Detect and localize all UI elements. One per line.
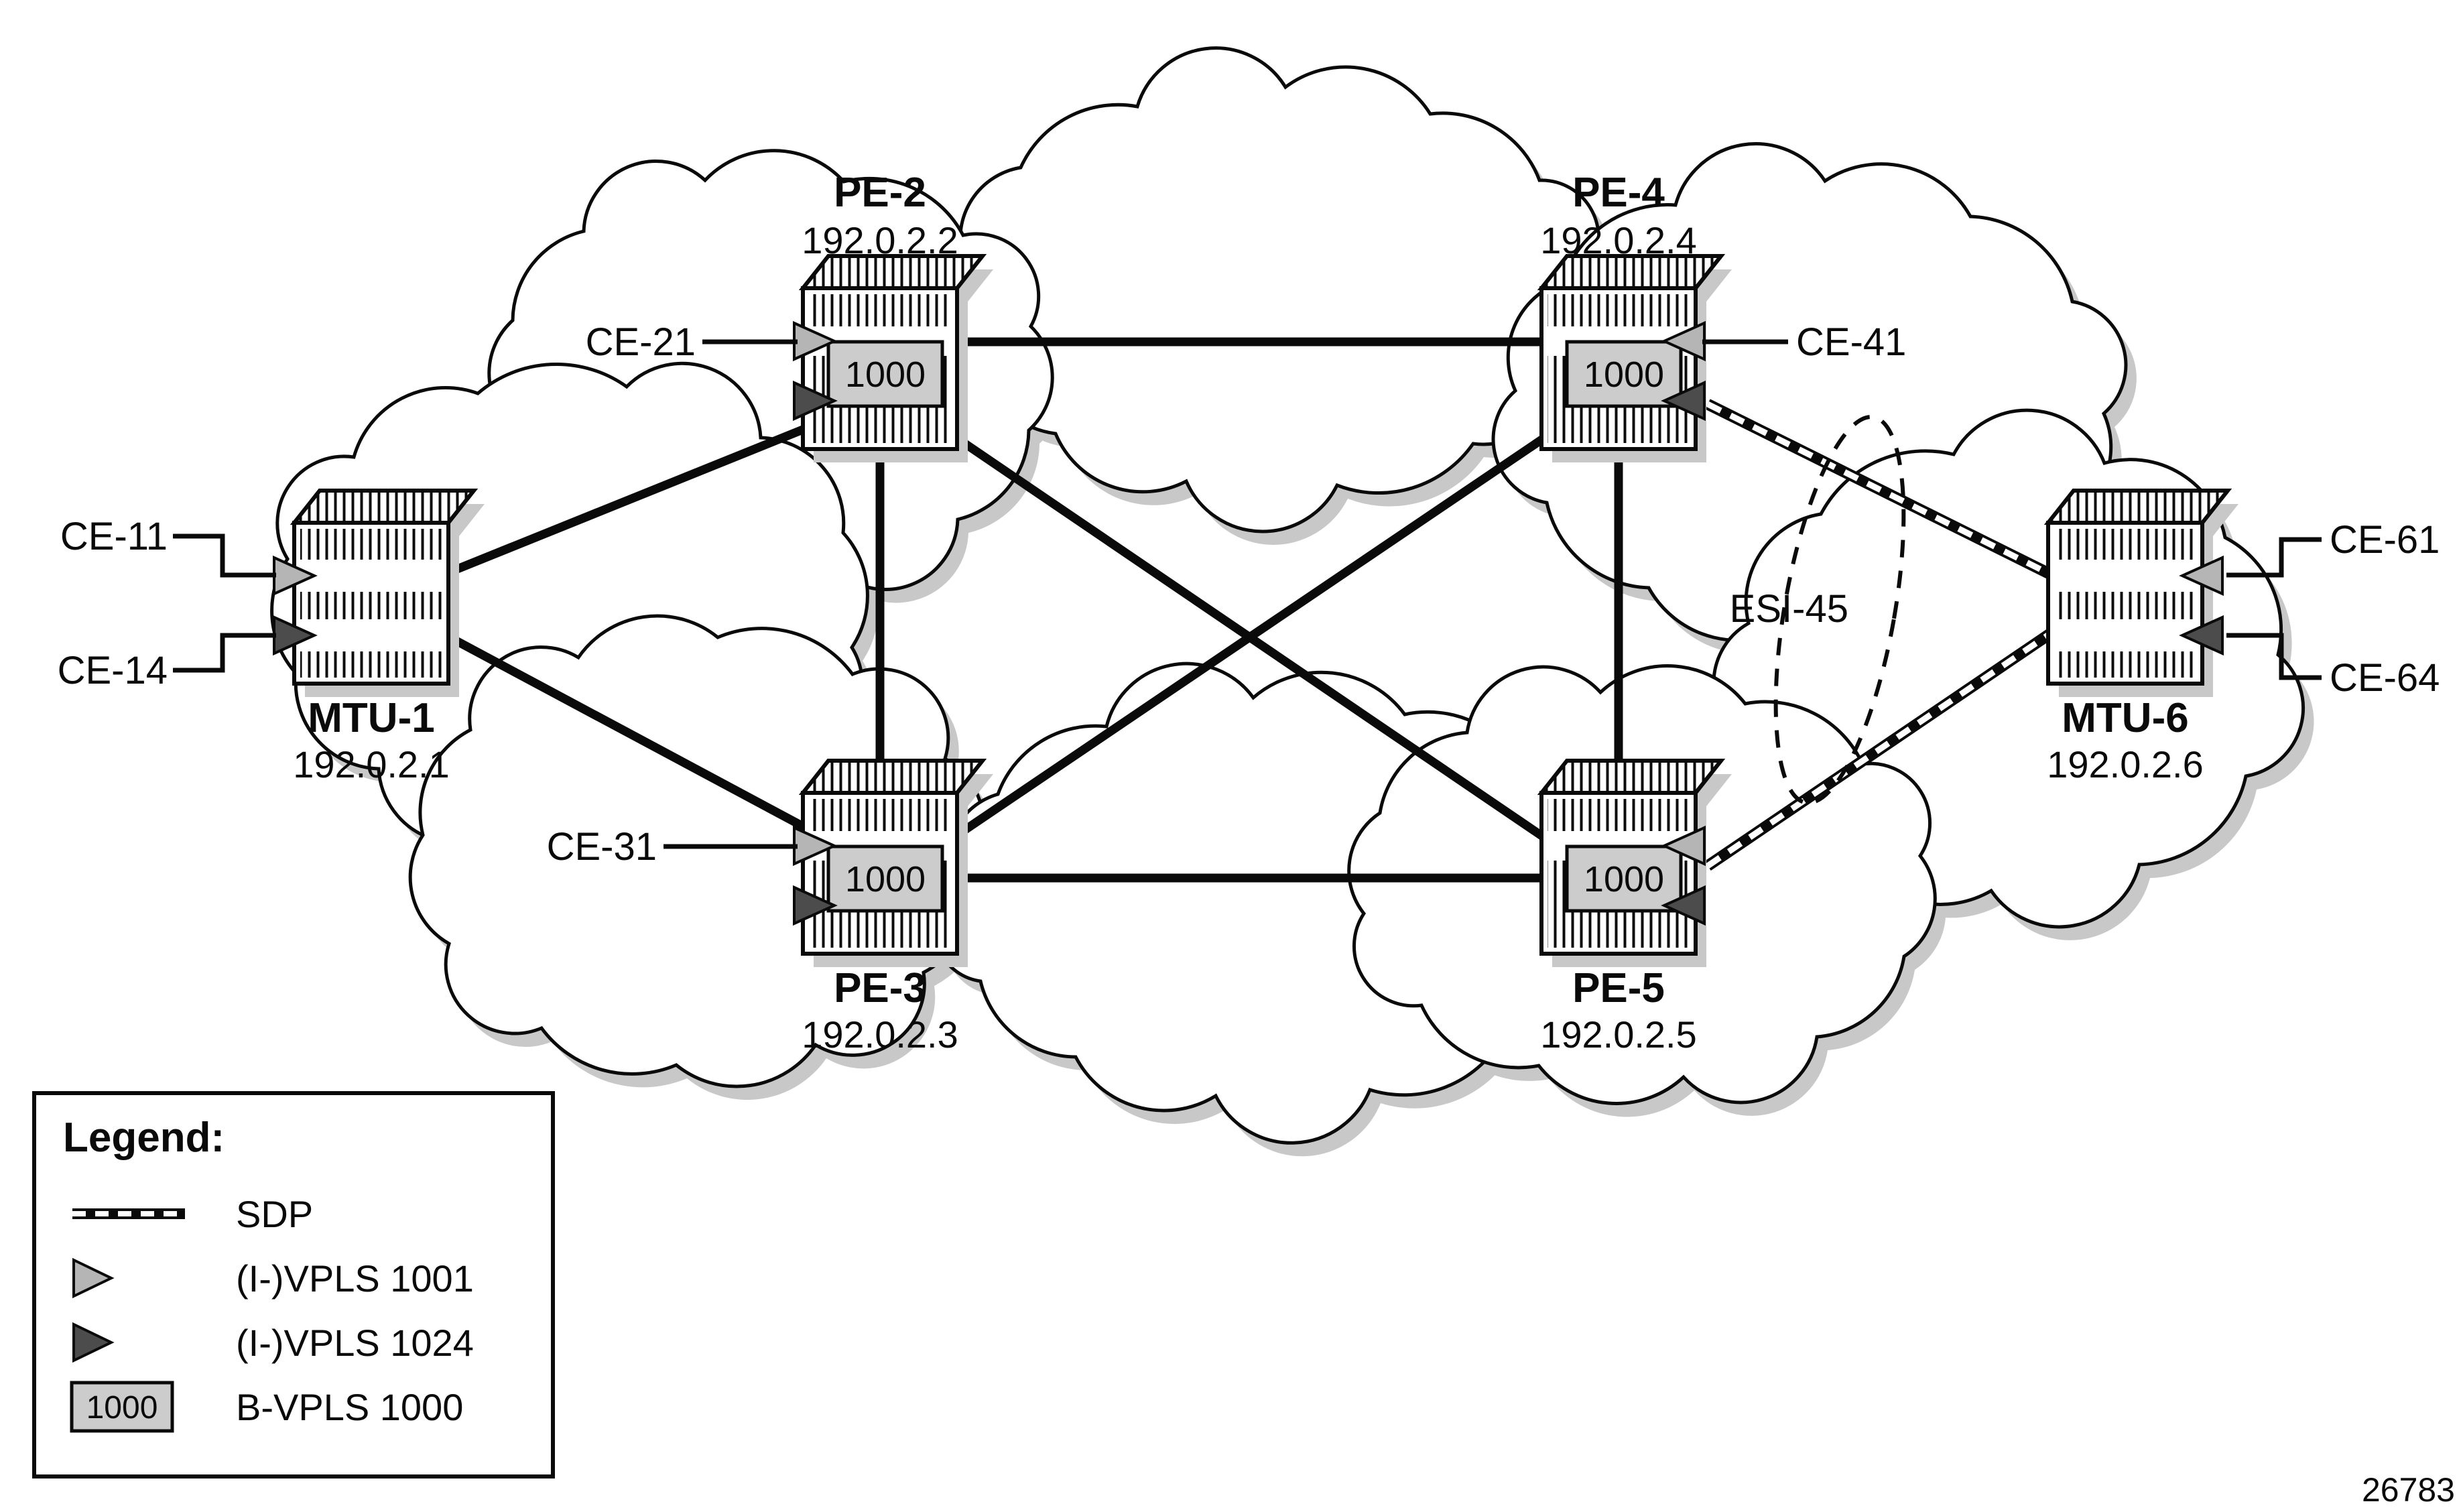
vpls-1024-marker-icon	[1661, 380, 1706, 422]
node-ip: 192.0.2.1	[293, 743, 450, 785]
ce-tap-ce-14: CE-14	[58, 633, 276, 692]
ce-label: CE-41	[1796, 320, 1906, 364]
legend-label-vpls-1024: (I-)VPLS 1024	[236, 1321, 474, 1364]
legend-row-sdp: SDP	[63, 1182, 524, 1246]
vpls-1024-marker-icon	[2179, 615, 2224, 656]
ce-tap-line	[2226, 537, 2322, 578]
link-pe4-mtu6-sdp	[1705, 399, 2060, 583]
vpls-1001-triangle-icon	[63, 1257, 236, 1300]
link-pe5-mtu6-sdp	[1704, 623, 2061, 871]
sdp-line-icon	[63, 1200, 236, 1227]
router-band	[2053, 619, 2198, 651]
link-line	[946, 430, 1552, 845]
ce-label: CE-21	[586, 320, 696, 364]
router-top-face	[798, 759, 987, 795]
node-label: PE-2	[834, 170, 926, 216]
esi-45-label: ESI-45	[1730, 587, 1848, 631]
legend-label-vpls-1001: (I-)VPLS 1001	[236, 1257, 474, 1300]
legend-title: Legend:	[63, 1115, 225, 1161]
router-top-face	[2043, 489, 2232, 525]
esi-layer: ESI-45	[1730, 415, 1906, 805]
cloud-layer	[270, 46, 2305, 1145]
vpls-1024-marker-icon	[1661, 885, 1706, 926]
node-ip: 192.0.2.6	[2047, 743, 2204, 785]
router-band	[299, 560, 444, 592]
ce-tap-line	[173, 633, 276, 673]
ce-tap-ce-21: CE-21	[586, 320, 798, 364]
bvpls-1000-box	[1565, 844, 1683, 913]
ce-tap-line	[173, 533, 276, 578]
link-mtu1-pe2	[440, 416, 826, 580]
sdp-link-dashes	[1706, 401, 2060, 581]
router-front-stripes	[300, 529, 442, 678]
bvpls-1000-box	[826, 340, 944, 408]
legend-panel: Legend: SDP (I-)VPLS 1001	[32, 1091, 555, 1478]
esi-45-ellipse	[1773, 415, 1906, 805]
link-layer	[440, 337, 2061, 883]
legend-row-vpls-1001: (I-)VPLS 1001	[63, 1246, 524, 1310]
node-ip: 192.0.2.4	[1540, 219, 1697, 261]
bvpls-1000-box-icon: 1000	[63, 1378, 236, 1436]
bvpls-icon-text: 1000	[86, 1390, 158, 1426]
ce-tap-ce-31: CE-31	[547, 825, 798, 869]
bvpls-1000-box-label: 1000	[845, 859, 926, 899]
ce-label: CE-14	[58, 649, 168, 692]
sdp-link-dashes	[1706, 626, 2060, 869]
link-mtu1-pe3	[440, 629, 827, 842]
router-top-face	[1537, 759, 1726, 795]
ce-tap-ce-41: CE-41	[1702, 320, 1906, 364]
cloud-shape	[408, 614, 986, 1088]
vpls-1024-triangle-icon	[63, 1321, 236, 1364]
node-ip: 192.0.2.3	[802, 1013, 958, 1056]
node-label: PE-4	[1572, 170, 1665, 216]
vpls-1001-marker-icon	[2179, 555, 2224, 596]
router-band	[299, 619, 444, 651]
router-top-face	[290, 489, 479, 525]
figure-number: 26783	[2361, 1471, 2455, 1509]
vpls-1024-marker-icon	[793, 885, 838, 926]
router-band	[2053, 560, 2198, 592]
node-label: MTU-1	[308, 695, 434, 741]
ce-tap-ce-11: CE-11	[60, 515, 276, 578]
bvpls-1000-box	[826, 844, 944, 913]
ce-tap-line	[2226, 633, 2322, 680]
bvpls-1000-box	[1565, 340, 1683, 408]
node-label: PE-3	[834, 965, 926, 1011]
node-layer: MTU-1192.0.2.11000PE-2192.0.2.21000PE-31…	[273, 170, 2238, 1056]
ce-label: CE-11	[60, 515, 168, 558]
legend-row-bvpls-1000: 1000 B-VPLS 1000	[63, 1375, 524, 1439]
bvpls-1000-box-label: 1000	[1584, 859, 1664, 899]
ce-tap-ce-61: CE-61	[2226, 518, 2440, 578]
legend-row-vpls-1024: (I-)VPLS 1024	[63, 1310, 524, 1375]
node-ip: 192.0.2.2	[802, 219, 958, 261]
link-line	[440, 416, 826, 580]
router-front-stripes	[2054, 529, 2196, 678]
link-line	[440, 629, 827, 842]
ce-label: CE-64	[2330, 656, 2440, 700]
legend-label-sdp: SDP	[236, 1192, 314, 1235]
bvpls-1000-box-label: 1000	[845, 355, 926, 395]
ce-label: CE-61	[2330, 518, 2440, 562]
node-label: MTU-6	[2062, 695, 2188, 741]
vpls-1001-marker-icon	[1661, 825, 1706, 867]
legend-label-bvpls-1000: B-VPLS 1000	[236, 1385, 464, 1428]
cloud-shape	[935, 46, 1600, 533]
node-label: PE-5	[1572, 965, 1665, 1011]
ce-label: CE-31	[547, 825, 657, 869]
ce-tap-ce-64: CE-64	[2226, 633, 2440, 700]
vpls-1024-marker-icon	[793, 380, 838, 422]
link-pe3-pe4	[946, 430, 1552, 845]
bvpls-1000-box-label: 1000	[1584, 355, 1664, 395]
node-ip: 192.0.2.5	[1540, 1013, 1697, 1056]
